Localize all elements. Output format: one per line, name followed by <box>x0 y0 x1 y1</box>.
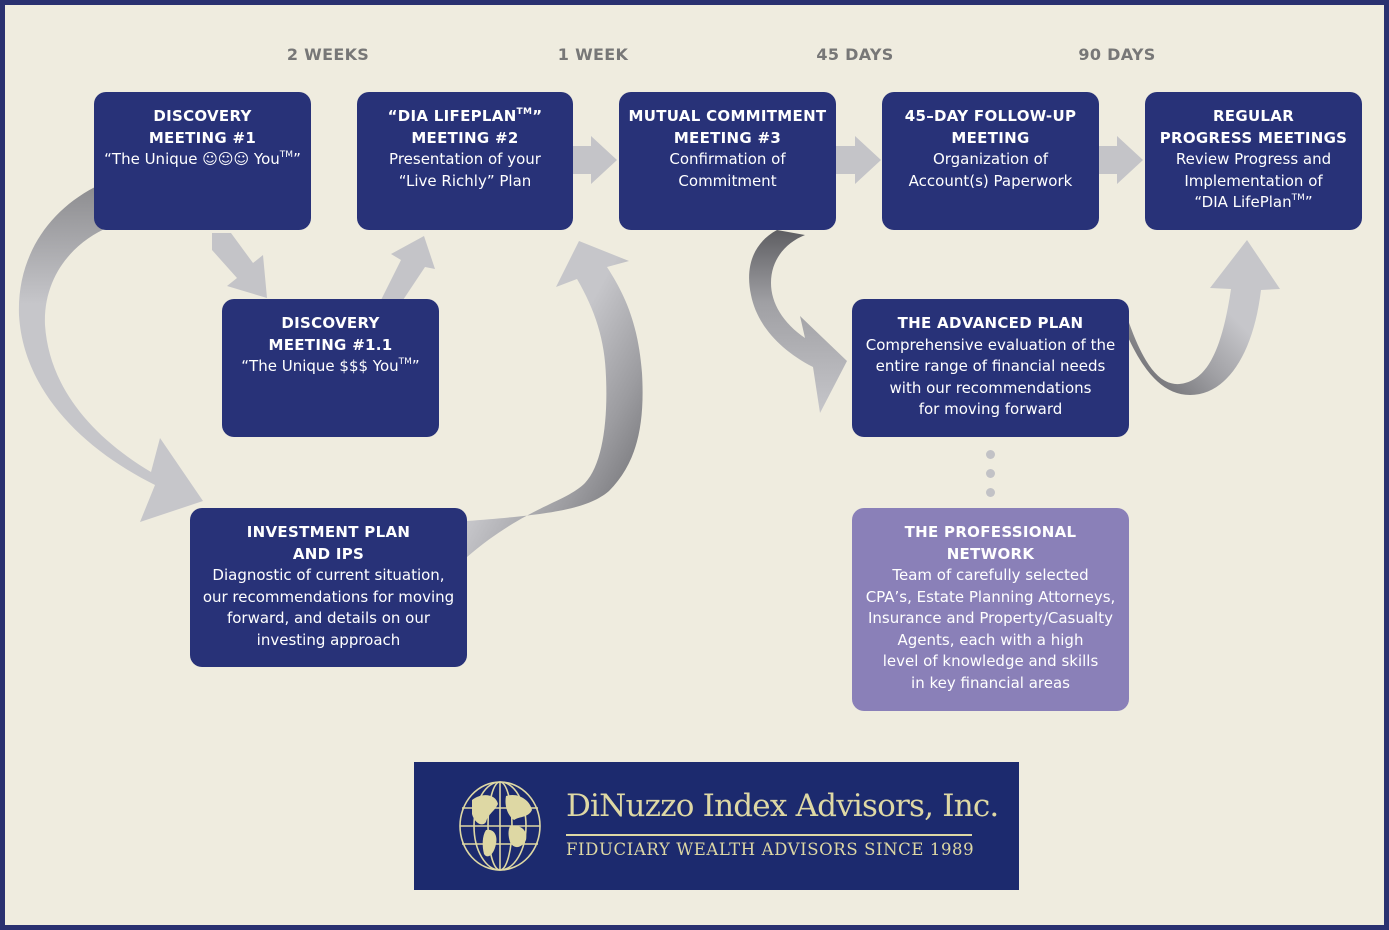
box-title: DISCOVERY MEETING #1.1 <box>268 314 393 354</box>
arrow-mutual-to-advanced <box>749 230 847 413</box>
box-title: MUTUAL COMMITMENT MEETING #3 <box>628 107 827 147</box>
box-title: 45–DAY FOLLOW-UP MEETING <box>904 107 1077 147</box>
arrow-discovery1-to-discovery11 <box>212 233 267 298</box>
company-tagline: FIDUCIARY WEALTH ADVISORS SINCE 1989 <box>566 840 975 859</box>
timeline-label-45-days: 45 DAYS <box>816 45 894 64</box>
box-title: THE PROFESSIONAL NETWORK <box>904 523 1077 563</box>
discovery-meeting-1-box: DISCOVERY MEETING #1 “The Unique ☺☺☺ You… <box>94 92 311 230</box>
lifeplan-meeting-2-box: “DIA LIFEPLANTM” MEETING #2 Presentation… <box>357 92 573 230</box>
box-title: DISCOVERY MEETING #1 <box>148 107 257 147</box>
box-title: THE ADVANCED PLAN <box>897 314 1084 332</box>
arrow-mutual-to-followup <box>835 136 881 184</box>
arrow-lifeplan-to-mutual <box>573 136 617 184</box>
box-description: “The Unique $$$ YouTM” <box>241 357 420 375</box>
timeline-label-2-weeks: 2 WEEKS <box>286 45 370 64</box>
diagram-canvas: 2 WEEKS 1 WEEK 45 DAYS 90 DAYS DISCOVERY… <box>5 5 1384 925</box>
logo-divider <box>566 834 972 836</box>
box-description: Diagnostic of current situation, our rec… <box>202 566 455 649</box>
box-description: “The Unique ☺☺☺ YouTM” <box>104 150 301 168</box>
mutual-commitment-meeting-3-box: MUTUAL COMMITMENT MEETING #3 Confirmatio… <box>619 92 836 230</box>
company-name: DiNuzzo Index Advisors, Inc. <box>566 788 999 824</box>
box-title: REGULAR PROGRESS MEETINGS <box>1159 107 1348 147</box>
box-description: Presentation of your “Live Richly” Plan <box>389 150 541 190</box>
timeline-label-90-days: 90 DAYS <box>1078 45 1156 64</box>
box-title: INVESTMENT PLAN AND IPS <box>246 523 411 563</box>
professional-network-box: THE PROFESSIONAL NETWORK Team of careful… <box>852 508 1129 711</box>
arrow-investment-to-lifeplan <box>467 241 643 557</box>
arrow-discovery11-to-lifeplan <box>381 236 435 300</box>
discovery-meeting-1-1-box: DISCOVERY MEETING #1.1 “The Unique $$$ Y… <box>222 299 439 437</box>
box-title: “DIA LIFEPLANTM” MEETING #2 <box>387 107 543 147</box>
arrow-discovery1-to-investment <box>18 187 203 522</box>
box-description: Review Progress and Implementation of “D… <box>1175 150 1332 211</box>
arrow-advanced-to-regular <box>1127 240 1280 395</box>
globe-logo-icon <box>459 781 541 871</box>
connector-dot <box>986 488 995 497</box>
box-description: Comprehensive evaluation of the entire r… <box>865 335 1116 419</box>
regular-progress-meetings-box: REGULAR PROGRESS MEETINGS Review Progres… <box>1145 92 1362 230</box>
arrow-followup-to-regular <box>1098 136 1143 184</box>
company-logo-banner: DiNuzzo Index Advisors, Inc. FIDUCIARY W… <box>414 762 1019 890</box>
connector-dot <box>986 450 995 459</box>
advanced-plan-box: THE ADVANCED PLAN Comprehensive evaluati… <box>852 299 1129 437</box>
flow-arrows <box>18 136 1280 557</box>
follow-up-meeting-box: 45–DAY FOLLOW-UP MEETING Organization of… <box>882 92 1099 230</box>
connector-dot <box>986 469 995 478</box>
box-description: Team of carefully selected CPA’s, Estate… <box>865 566 1116 692</box>
box-description: Organization of Account(s) Paperwork <box>908 150 1073 190</box>
investment-plan-box: INVESTMENT PLAN AND IPS Diagnostic of cu… <box>190 508 467 667</box>
timeline-label-1-week: 1 WEEK <box>557 45 629 64</box>
box-description: Confirmation of Commitment <box>669 150 786 190</box>
